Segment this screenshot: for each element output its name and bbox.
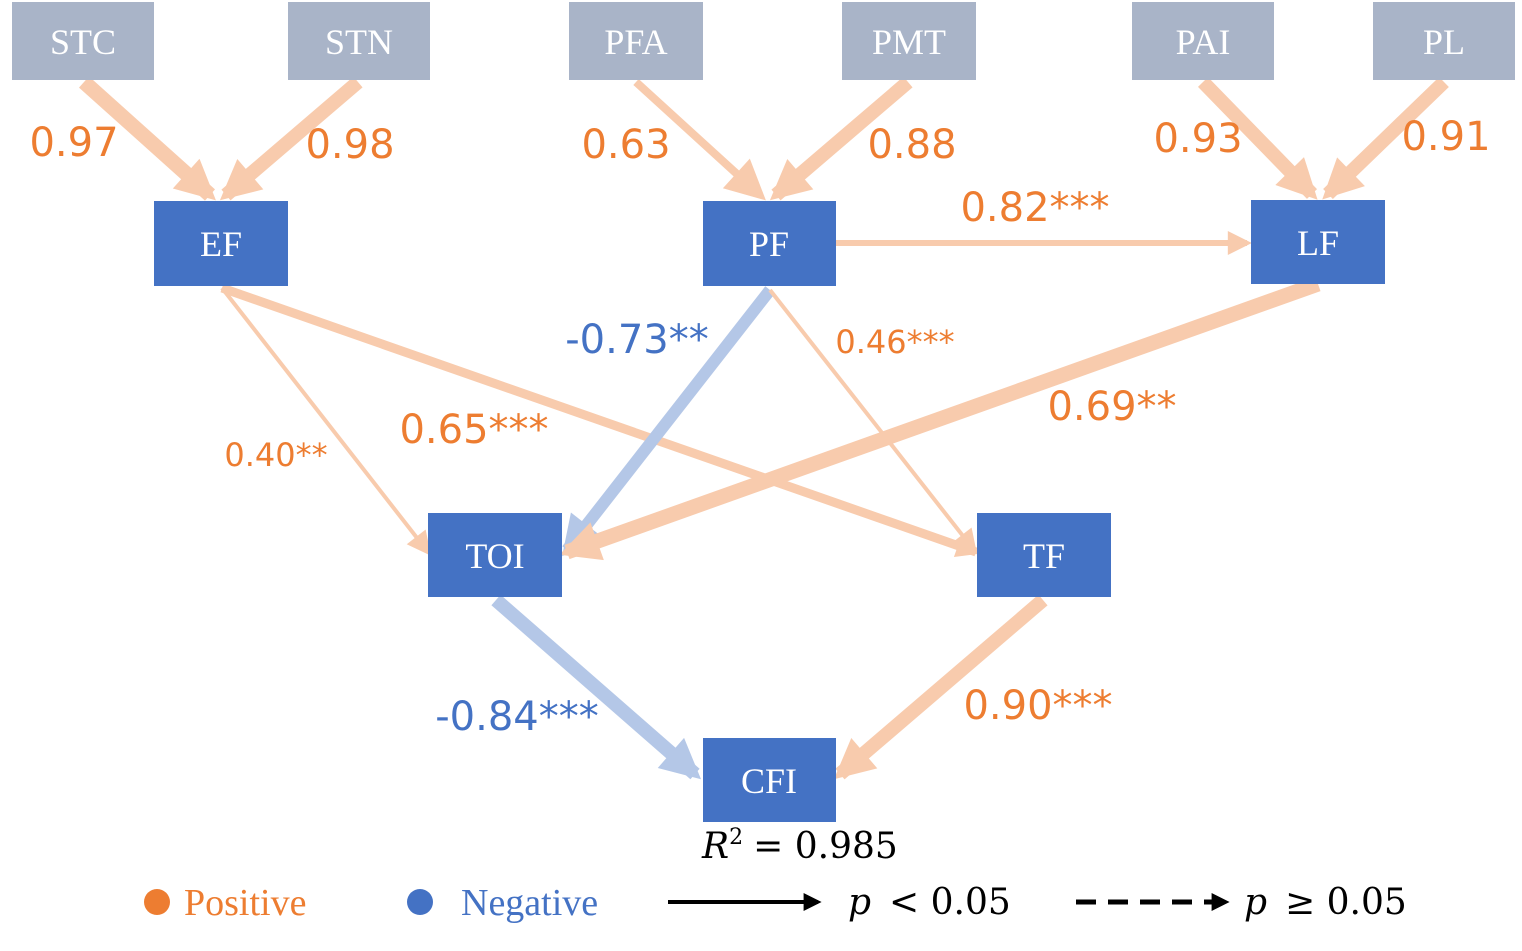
- svg-text:R2= 0.985: R2 = 0.985: [701, 825, 898, 867]
- r2-value: = 0.985: [753, 826, 898, 867]
- factor-nodes: EF PF LF TOI TF CFI: [154, 200, 1385, 822]
- node-pai: PAI: [1132, 2, 1274, 80]
- node-stn: STN: [288, 2, 430, 80]
- arrow-ef-toi: [220, 286, 431, 556]
- node-tf: TF: [977, 513, 1111, 597]
- arrow-pf-toi: [562, 286, 775, 557]
- coef-toi-cfi: -0.84***: [435, 694, 599, 740]
- legend: Positive Negative p < 0.05 p ≥ 0.05: [144, 882, 1407, 924]
- coef-ef-tf: 0.65***: [399, 407, 548, 453]
- arrow-pai-lf: [1197, 77, 1318, 200]
- node-label: EF: [200, 224, 242, 264]
- coef-pmt-pf: 0.88: [867, 122, 956, 168]
- node-label: TF: [1023, 536, 1065, 576]
- indicator-nodes: STC STN PFA PMT PAI PL: [12, 2, 1515, 80]
- node-stc: STC: [12, 2, 154, 80]
- node-label: PAI: [1176, 22, 1231, 62]
- coef-pf-lf: 0.82***: [960, 185, 1109, 231]
- coef-stc-ef: 0.97: [29, 120, 118, 166]
- legend-negative-label: Negative: [461, 882, 598, 924]
- arrow-stn-ef: [219, 76, 363, 201]
- r2-symbol: R: [701, 826, 729, 867]
- node-label: PF: [749, 224, 789, 264]
- legend-significant: p < 0.05: [848, 882, 1011, 923]
- node-label: PMT: [872, 22, 946, 62]
- node-cfi: CFI: [703, 738, 836, 822]
- arrow-tf-cfi: [833, 594, 1048, 780]
- arrow-pf-tf: [768, 288, 977, 554]
- node-pfa: PFA: [569, 2, 703, 80]
- coef-pfa-pf: 0.63: [581, 122, 670, 168]
- coef-pf-toi: -0.73**: [565, 317, 709, 363]
- arrow-ef-tf: [220, 283, 981, 557]
- node-pf: PF: [703, 201, 836, 286]
- node-toi: TOI: [428, 513, 562, 597]
- legend-nonsignificant-condition: ≥ 0.05: [1285, 882, 1407, 923]
- node-label: PL: [1423, 22, 1465, 62]
- legend-positive-label: Positive: [184, 882, 306, 924]
- coef-stn-ef: 0.98: [305, 122, 394, 168]
- node-label: TOI: [465, 536, 524, 576]
- coef-pai-lf: 0.93: [1153, 116, 1242, 162]
- node-label: LF: [1297, 223, 1339, 263]
- arrow-stc-ef: [78, 76, 216, 201]
- coef-pl-lf: 0.91: [1401, 114, 1490, 160]
- positive-dot-icon: [144, 889, 170, 915]
- coefficient-labels: 0.97 0.98 0.63 0.88 0.93 0.91 0.82*** 0.…: [29, 114, 1490, 740]
- legend-p-symbol: p: [848, 882, 871, 923]
- node-pl: PL: [1373, 2, 1515, 80]
- path-arrows: [78, 76, 1449, 780]
- legend-p-symbol: p: [1244, 882, 1267, 923]
- node-label: STN: [325, 22, 393, 62]
- node-label: CFI: [741, 761, 797, 801]
- coef-pf-tf: 0.46***: [835, 323, 954, 361]
- arrow-toi-cfi: [491, 594, 702, 780]
- coef-ef-toi: 0.40**: [224, 436, 327, 474]
- legend-nonsignificant: p ≥ 0.05: [1244, 882, 1407, 923]
- coef-tf-cfi: 0.90***: [963, 683, 1112, 729]
- arrow-pmt-pf: [769, 76, 913, 201]
- arrow-lf-toi: [559, 276, 1321, 561]
- arrow-pfa-pf: [633, 79, 766, 201]
- node-label: PFA: [604, 22, 667, 62]
- legend-significant-condition: < 0.05: [889, 882, 1011, 923]
- coef-lf-toi: 0.69**: [1047, 384, 1176, 430]
- node-lf: LF: [1251, 200, 1385, 284]
- negative-dot-icon: [407, 889, 433, 915]
- arrow-pl-lf: [1322, 76, 1449, 200]
- r2-exponent: 2: [729, 825, 743, 850]
- node-pmt: PMT: [842, 2, 976, 80]
- r-squared: R2 = 0.985: [701, 825, 898, 867]
- node-ef: EF: [154, 201, 288, 286]
- node-label: STC: [50, 22, 116, 62]
